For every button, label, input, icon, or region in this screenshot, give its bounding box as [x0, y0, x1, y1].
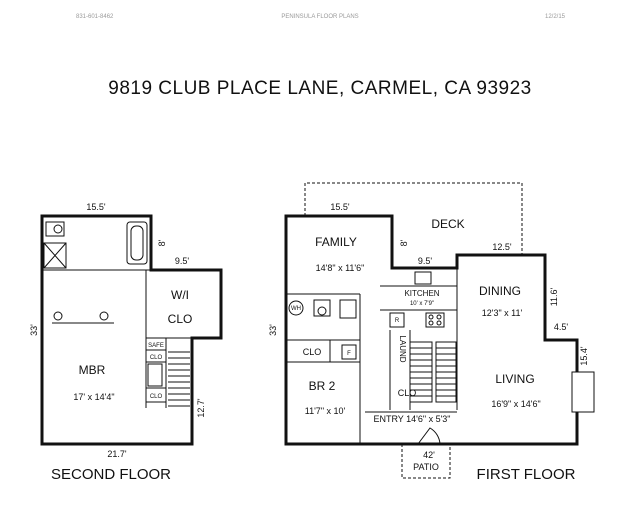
- deck-outline: [304, 182, 523, 255]
- sink-icon: [414, 271, 432, 285]
- room-dining-size: 12'3" x 11': [482, 308, 523, 318]
- second-floor-plan: 15.5' 33' 21.7' 12.7' 9.5' 8' W/I CLO MB…: [29, 202, 223, 483]
- fireplace-icon: [571, 371, 595, 413]
- ff-dim-patio: 42': [423, 450, 435, 460]
- room-family-size: 14'8" x 11'6": [316, 263, 365, 273]
- refrigerator-label: R: [395, 318, 400, 324]
- room-entry: ENTRY 14'6" x 5'3": [373, 414, 450, 424]
- ff-dim-deck-notch-h: 8': [399, 239, 409, 246]
- room-wi-label-1: W/I: [171, 288, 189, 302]
- water-heater-icon: [288, 300, 304, 316]
- header-phone: 831-601-8462: [76, 14, 114, 20]
- room-kitchen-name: KITCHEN: [404, 289, 439, 298]
- ff-dim-right-step: 4.5': [554, 322, 569, 332]
- sf-dim-right-lower: 12.7': [196, 398, 206, 418]
- sf-dim-left: 33': [29, 324, 39, 336]
- bath-sink-icon: [339, 299, 357, 319]
- room-living-name: LIVING: [495, 372, 534, 386]
- room-kitchen-size: 10' x 7'9": [410, 301, 434, 307]
- sf-dim-notch-height: 8': [157, 239, 167, 246]
- second-floor-label: SECOND FLOOR: [51, 466, 171, 483]
- stove-icon: [425, 312, 445, 328]
- room-br2-size: 11'7" x 10': [305, 406, 346, 416]
- room-wi-label-2: CLO: [168, 312, 193, 326]
- furnace-label: F: [347, 351, 351, 357]
- first-floor-label: FIRST FLOOR: [477, 466, 576, 483]
- sf-dim-bottom: 21.7': [107, 449, 127, 459]
- closet-label-1: CLO: [150, 355, 163, 361]
- refrigerator-icon: [389, 312, 405, 328]
- first-floor-outer-wall: [284, 214, 579, 446]
- page-title: 9819 CLUB PLACE LANE, CARMEL, CA 93923: [108, 78, 532, 99]
- sf-dim-notch-width: 9.5': [175, 256, 190, 266]
- room-laundry-name: LAUND: [398, 335, 407, 362]
- room-br2-name: BR 2: [309, 379, 336, 393]
- sf-dim-top: 15.5': [86, 202, 106, 212]
- toilet-bowl-icon: [53, 224, 63, 234]
- closet-label-a: CLO: [303, 347, 322, 357]
- light-fixture-icon: [99, 311, 109, 321]
- ff-dim-left: 33': [268, 324, 278, 336]
- room-dining-name: DINING: [479, 284, 521, 298]
- second-floor-stairs: [168, 351, 190, 407]
- closet-label-2: CLO: [150, 394, 163, 400]
- patio-label: PATIO: [413, 462, 439, 472]
- ff-dim-deck-right: 12.5': [492, 242, 512, 252]
- fireplace-icon: [147, 363, 163, 387]
- room-mbr-size: 17' x 14'4": [73, 392, 114, 402]
- header-company: PENINSULA FLOOR PLANS: [281, 14, 359, 20]
- furnace-box-icon: [341, 344, 357, 360]
- closet-label-b: CLO: [398, 388, 417, 398]
- light-fixture-icon: [53, 311, 63, 321]
- ff-dim-fireplace: 15.4': [579, 346, 589, 366]
- first-floor-stairs: [409, 341, 457, 403]
- header-date: 12/2/15: [545, 14, 566, 20]
- front-door-icon: [417, 427, 441, 445]
- room-family-name: FAMILY: [315, 235, 357, 249]
- ff-dim-top: 15.5': [330, 202, 350, 212]
- safe-label: SAFE: [148, 343, 164, 349]
- ff-dim-deck-notch-w: 9.5': [418, 256, 433, 266]
- patio-outline: [401, 444, 451, 479]
- room-living-size: 16'9" x 14'6": [491, 399, 540, 409]
- second-floor-outer-wall: [40, 214, 223, 446]
- first-floor-plan: 15.5' 33' 8' 9.5' 12.5' 11.6' 4.5' 15.4'…: [268, 182, 595, 483]
- water-heater-label: WH: [291, 306, 301, 312]
- room-deck-name: DECK: [431, 217, 464, 231]
- room-mbr-name: MBR: [79, 363, 106, 377]
- ff-dim-right-upper: 11.6': [549, 287, 559, 306]
